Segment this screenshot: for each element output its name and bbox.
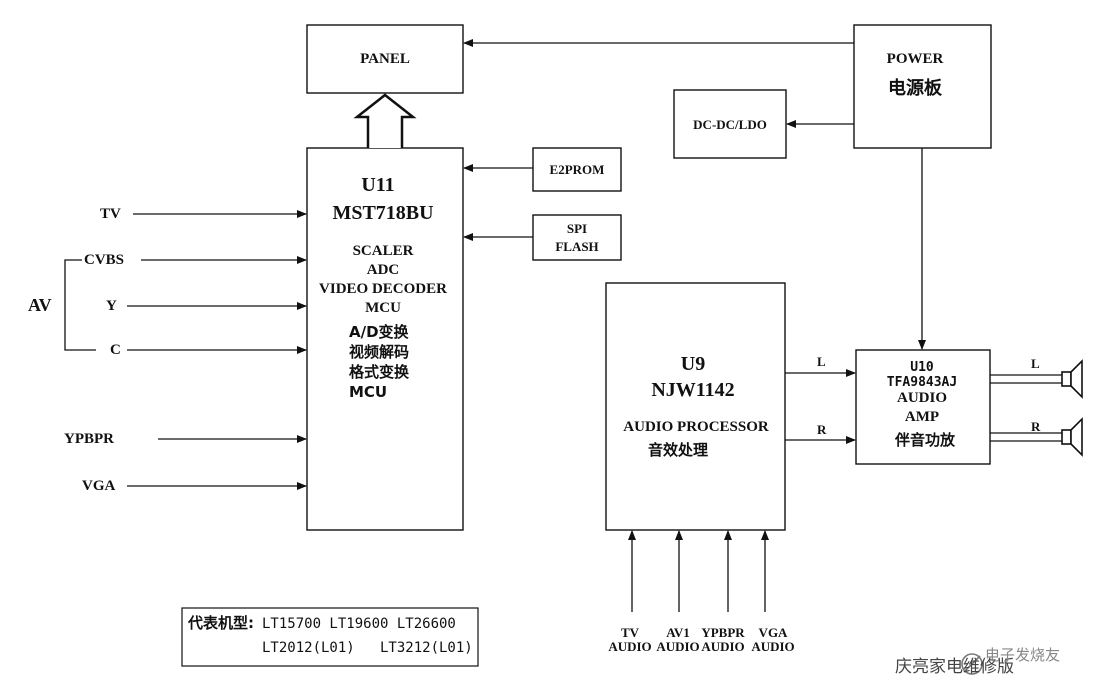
av1-audio-top: AV1 bbox=[666, 625, 690, 640]
u11-chip: MST718BU bbox=[332, 202, 434, 224]
input-c-label: C bbox=[110, 342, 121, 358]
u11-id: U11 bbox=[361, 174, 395, 196]
video-bus-arrow bbox=[353, 93, 417, 148]
u11-func-decoder: VIDEO DECODER bbox=[319, 281, 447, 297]
input-cvbs-label: CVBS bbox=[84, 252, 125, 268]
u11-cn-mcu: MCU bbox=[349, 383, 388, 401]
spi-label: SPI bbox=[566, 221, 588, 236]
vga-audio-top: VGA bbox=[758, 625, 788, 640]
u9-chip: NJW1142 bbox=[651, 379, 735, 401]
models-label: 代表机型: bbox=[188, 614, 254, 632]
panel-box bbox=[306, 24, 464, 94]
vga-audio-bottom: AUDIO bbox=[751, 639, 795, 654]
av-bracket bbox=[64, 259, 96, 351]
tv-audio-bottom: AUDIO bbox=[608, 639, 652, 654]
input-y-label: Y bbox=[106, 298, 117, 314]
ypbpr-audio-bottom: AUDIO bbox=[701, 639, 745, 654]
u11-cn-ad: A/D变换 bbox=[349, 323, 409, 341]
input-tv-label: TV bbox=[100, 206, 121, 222]
input-av-label: AV bbox=[28, 295, 52, 315]
speaker-r-label: R bbox=[1031, 419, 1041, 434]
input-vga-label: VGA bbox=[82, 478, 116, 494]
speaker-l-label: L bbox=[1031, 356, 1040, 371]
u11-cn-format: 格式变换 bbox=[349, 363, 410, 381]
speaker-left-icon bbox=[1061, 359, 1083, 399]
input-ypbpr-label: YPBPR bbox=[64, 431, 114, 447]
models-line2a: LT2012(L01) bbox=[262, 640, 355, 656]
models-line1: LT15700 LT19600 LT26600 bbox=[262, 616, 456, 632]
u11-func-mcu: MCU bbox=[365, 300, 401, 316]
panel-label: PANEL bbox=[360, 51, 410, 67]
speaker-right-icon bbox=[1061, 417, 1083, 457]
u10-id: U10 bbox=[910, 360, 934, 375]
logo-text: 电子发烧友 bbox=[985, 646, 1061, 664]
u10-audio: AUDIO bbox=[896, 390, 948, 406]
u9-id: U9 bbox=[680, 353, 706, 375]
u10-amp: AMP bbox=[904, 409, 940, 425]
channel-l-label: L bbox=[817, 354, 826, 369]
e2prom-box bbox=[532, 147, 622, 192]
flash-label: FLASH bbox=[555, 239, 599, 254]
ypbpr-audio-top: YPBPR bbox=[701, 625, 745, 640]
u9-box bbox=[605, 282, 786, 531]
channel-r-label: R bbox=[817, 422, 827, 437]
power-label: POWER bbox=[886, 51, 944, 67]
u10-func-cn: 伴音功放 bbox=[894, 431, 956, 449]
e2prom-label: E2PROM bbox=[549, 162, 605, 177]
av1-audio-bottom: AUDIO bbox=[656, 639, 700, 654]
models-line2b: LT3212(L01) bbox=[380, 640, 473, 656]
u11-cn-decode: 视频解码 bbox=[349, 343, 410, 361]
dcdc-label: DC-DC/LDO bbox=[693, 117, 767, 132]
u11-func-adc: ADC bbox=[366, 262, 400, 278]
watermark-text: 庆亮家电维修版 bbox=[895, 657, 1014, 677]
u9-func-cn: 音效处理 bbox=[648, 441, 709, 459]
power-subtitle: 电源板 bbox=[888, 78, 942, 99]
u11-func-scaler: SCALER bbox=[352, 243, 414, 259]
tv-audio-top: TV bbox=[620, 625, 640, 640]
models-box bbox=[181, 607, 479, 667]
u10-chip: TFA9843AJ bbox=[886, 375, 958, 390]
u9-func-en: AUDIO PROCESSOR bbox=[623, 419, 769, 435]
u10-box bbox=[855, 349, 991, 465]
site-logo-icon bbox=[961, 653, 983, 675]
